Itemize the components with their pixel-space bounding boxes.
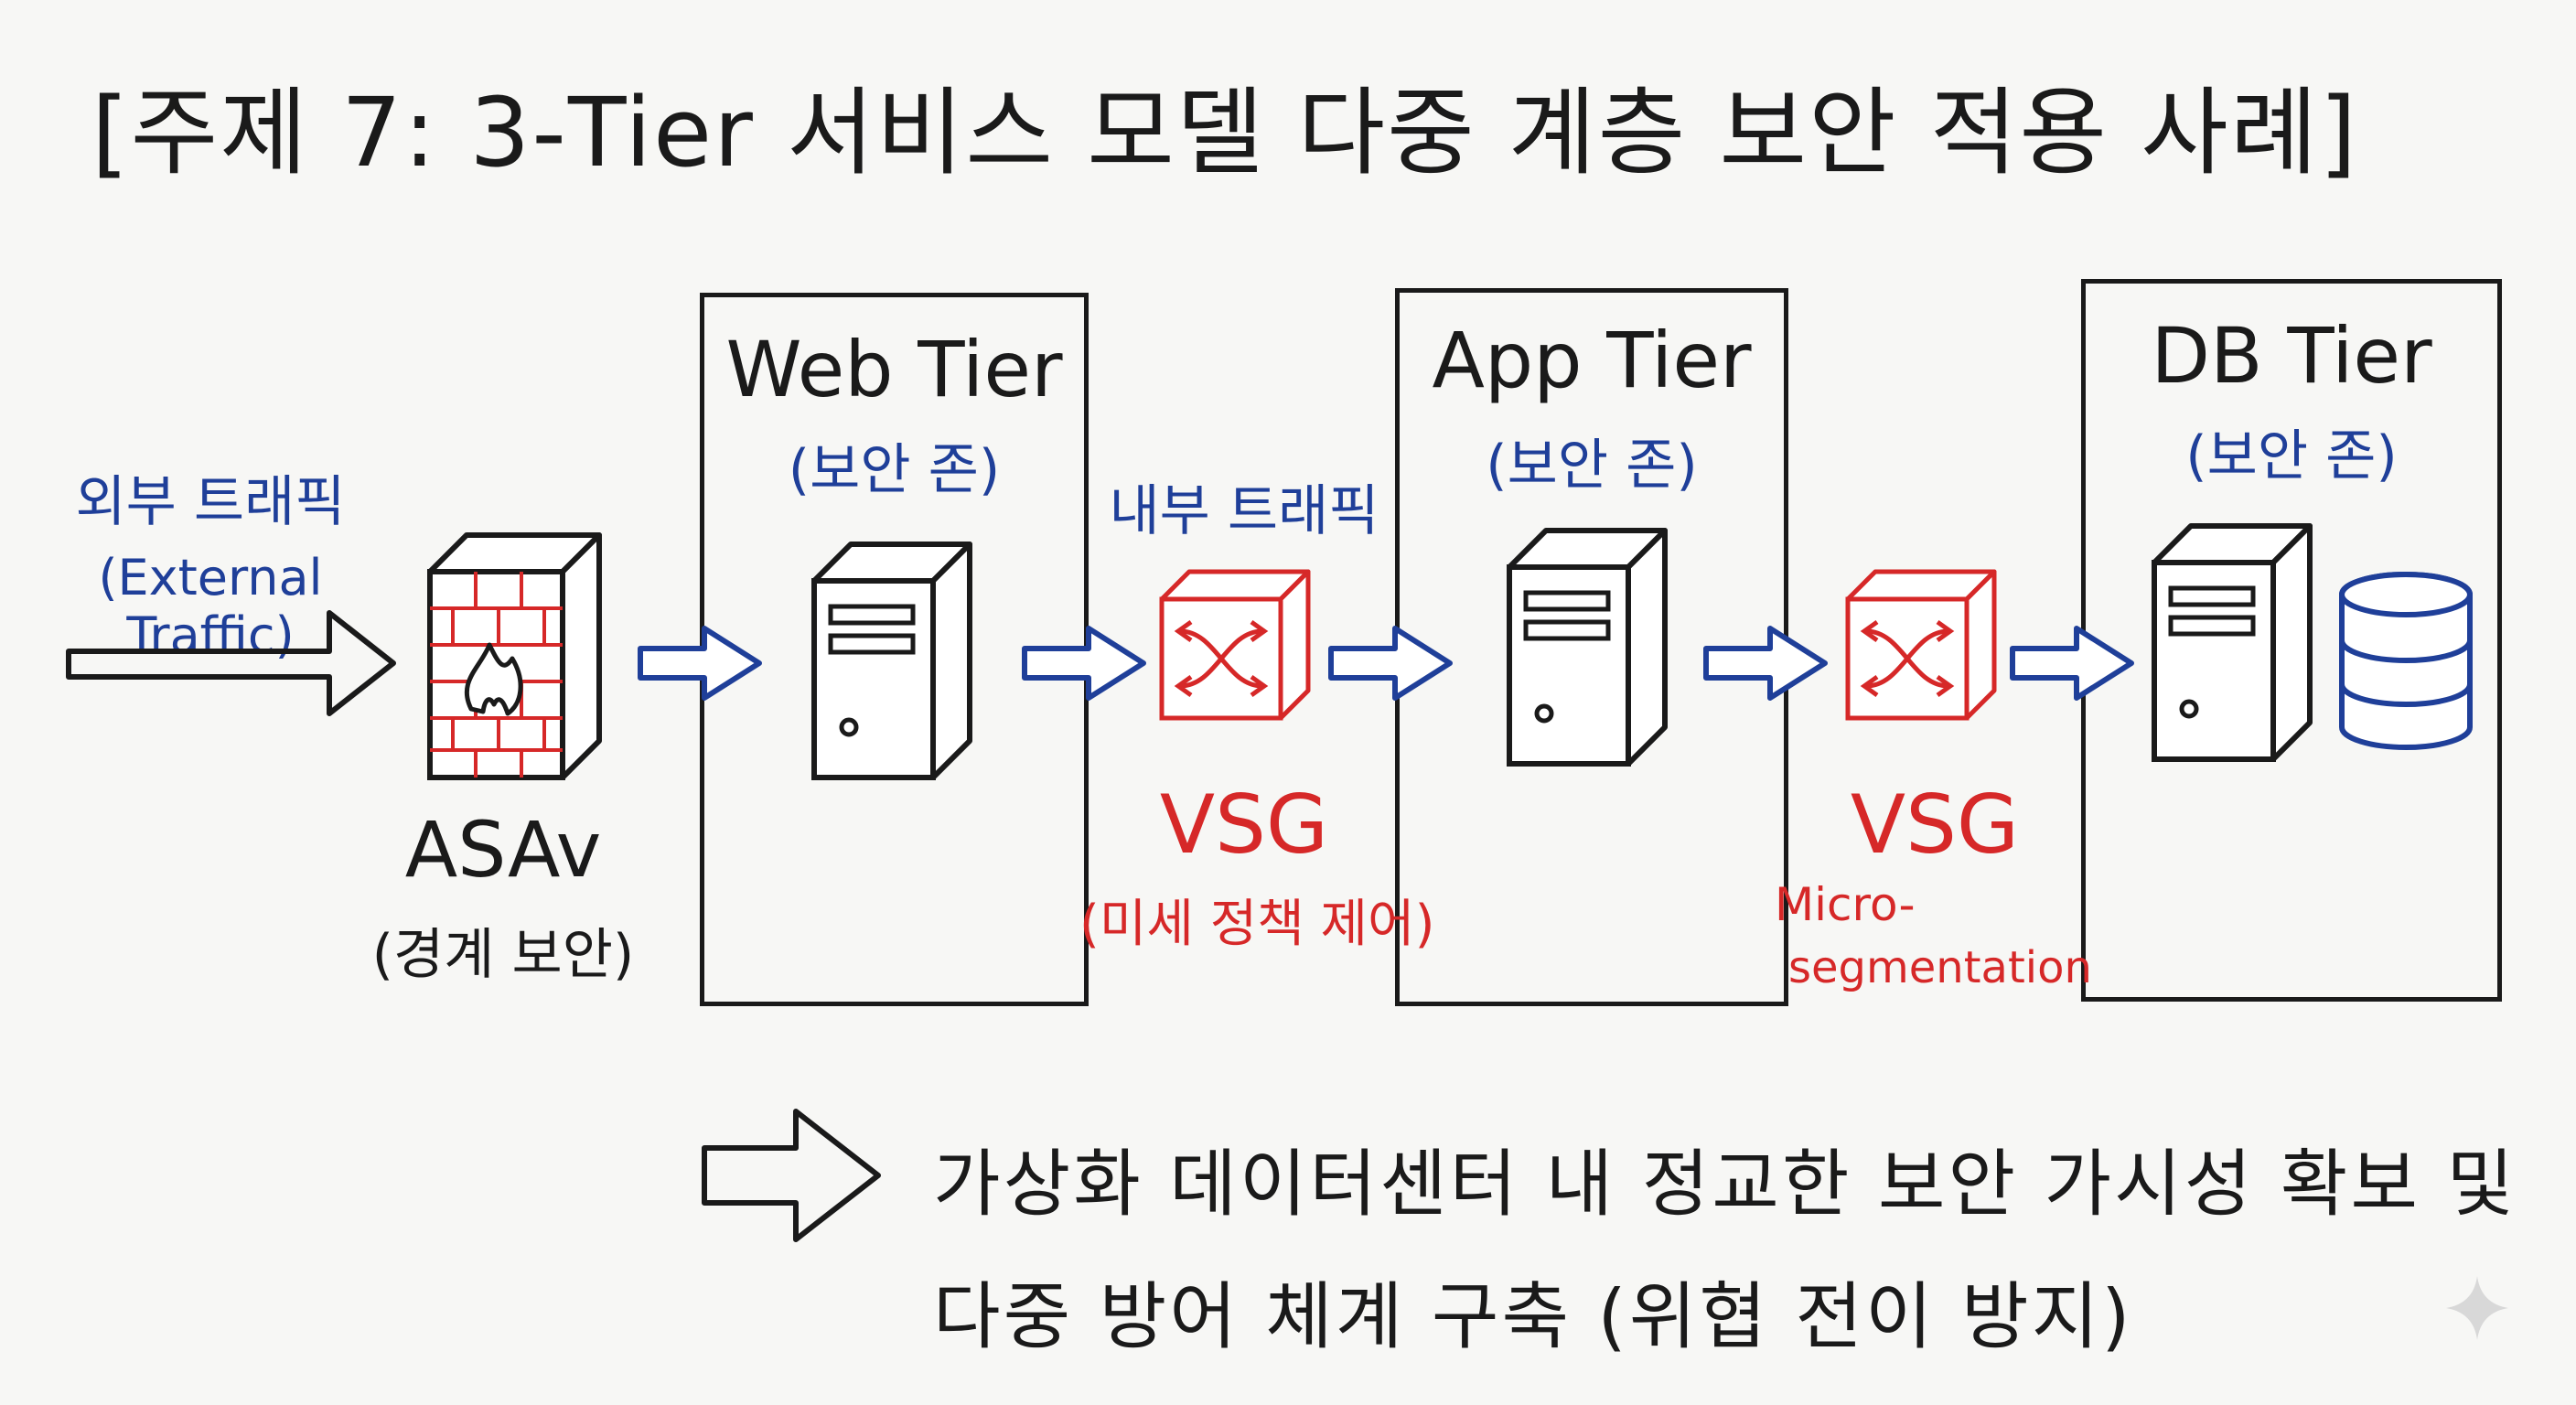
arrow-asav-to-web xyxy=(640,628,759,698)
web-tier-title: Web Tier xyxy=(725,325,1063,414)
vsg1-switch-icon xyxy=(1162,572,1308,718)
arrow-vsg2-to-db xyxy=(2012,628,2131,698)
db-tier-zone: (보안 존) xyxy=(2185,424,2398,488)
database-icon xyxy=(2339,572,2473,750)
app-tier-zone: (보안 존) xyxy=(1486,434,1698,498)
internal-traffic-label: 내부 트래픽 xyxy=(1109,479,1379,543)
sparkle-icon xyxy=(2446,1276,2508,1340)
conclusion-line-2: 다중 방어 체계 구축 (위협 전이 방지) xyxy=(933,1274,2133,1359)
asav-label: ASAv xyxy=(404,805,602,895)
db-server-icon xyxy=(2154,526,2310,759)
vsg1-label: VSG xyxy=(1159,778,1329,872)
conclusion-line-1: 가상화 데이터센터 내 정교한 보안 가시성 확보 및 xyxy=(933,1142,2517,1227)
app-tier-title: App Tier xyxy=(1432,316,1752,405)
arrow-web-to-vsg1 xyxy=(1025,628,1143,698)
arrow-app-to-vsg2 xyxy=(1706,628,1825,698)
vsg2-desc-line1: Micro- xyxy=(1775,878,1916,931)
arrow-vsg1-to-app xyxy=(1331,628,1450,698)
app-server-icon xyxy=(1509,531,1665,764)
conclusion-arrow xyxy=(702,1109,881,1242)
vsg2-label: VSG xyxy=(1850,778,2020,872)
diagram-title: [주제 7: 3-Tier 서비스 모델 다중 계층 보안 적용 사례] xyxy=(91,77,2359,188)
web-server-icon xyxy=(814,544,970,778)
external-traffic-label: 외부 트래픽 xyxy=(75,470,346,534)
external-traffic-label-en: (External Traffic) xyxy=(98,549,323,664)
vsg2-desc-line2: segmentation xyxy=(1788,942,2092,993)
web-tier-zone: (보안 존) xyxy=(788,438,1001,502)
db-tier-title: DB Tier xyxy=(2151,311,2432,401)
firewall-icon xyxy=(427,532,602,780)
asav-desc: (경계 보안) xyxy=(371,923,635,987)
vsg1-desc: (미세 정책 제어) xyxy=(1079,895,1435,954)
vsg2-switch-icon xyxy=(1848,572,1994,718)
external-traffic-arrow xyxy=(66,610,396,716)
